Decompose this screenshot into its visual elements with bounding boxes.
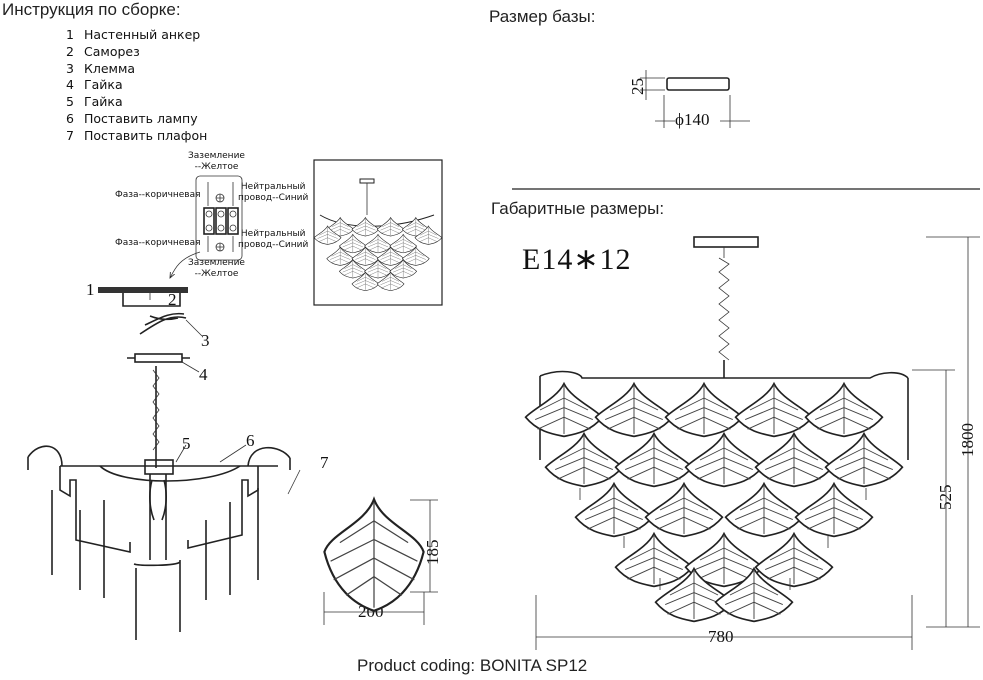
single-shade <box>323 496 425 612</box>
assembly-step: 1 Настенный анкер <box>66 27 207 44</box>
step-number: 2 <box>66 43 74 59</box>
base-size-title: Размер базы: <box>489 7 596 26</box>
callout-7: 7 <box>320 453 329 472</box>
chandelier-front-view <box>524 236 909 623</box>
assembly-step: 6 Поставить лампу <box>66 111 207 128</box>
callout-2: 2 <box>168 290 177 309</box>
callout-5: 5 <box>182 434 191 453</box>
total-height-dim: 1800 <box>958 423 977 457</box>
lamp-spec: E14∗12 <box>522 243 632 276</box>
body-height-dim: 525 <box>936 484 955 511</box>
step-text: Настенный анкер <box>84 27 201 42</box>
chandelier-preview <box>313 159 443 306</box>
wire-label-ground-top: Заземление --Желтое <box>188 151 245 172</box>
wire-label-phase-bottom: Фаза--коричневая <box>115 238 201 248</box>
wire-label-ground-bottom: Заземление --Желтое <box>188 258 245 279</box>
assembly-step: 7 Поставить плафон <box>66 128 207 145</box>
step-text: Саморез <box>84 43 140 59</box>
step-text: Поставить плафон <box>84 127 208 143</box>
base-height-dim: 25 <box>628 78 647 95</box>
assembly-step: 3 Клемма <box>66 61 207 78</box>
callout-1: 1 <box>86 280 95 299</box>
overall-dimension-lines <box>535 236 980 650</box>
assembly-step: 2 Саморез <box>66 44 207 61</box>
step-number: 3 <box>66 60 74 76</box>
step-number: 4 <box>66 77 74 93</box>
step-text: Поставить лампу <box>84 110 198 126</box>
wire-label-neutral-bottom: Нейтральный провод--Синий <box>238 229 309 250</box>
product-coding: Product coding: BONITA SP12 <box>357 656 588 675</box>
callout-4: 4 <box>199 365 208 384</box>
mounting-bracket <box>98 287 203 373</box>
wire-label-neutral-top: Нейтральный провод--Синий <box>238 182 309 203</box>
assembly-step: 5 Гайка <box>66 94 207 111</box>
wire-label-phase-top: Фаза--коричневая <box>115 190 201 200</box>
assembly-step: 4 Гайка <box>66 77 207 94</box>
overall-size-title: Габаритные размеры: <box>491 199 665 218</box>
shade-cluster <box>524 382 904 623</box>
callout-6: 6 <box>246 431 255 450</box>
step-text: Клемма <box>84 60 136 76</box>
step-number: 6 <box>66 110 74 126</box>
chandelier-frame-assembly <box>27 366 301 640</box>
shade-width-dim: 200 <box>358 602 384 621</box>
step-number: 1 <box>66 27 74 42</box>
step-text: Гайка <box>84 77 123 93</box>
overall-width-dim: 780 <box>708 627 734 646</box>
callout-3: 3 <box>201 331 210 350</box>
preview-shade-cluster <box>313 217 443 291</box>
step-number: 5 <box>66 94 74 110</box>
step-number: 7 <box>66 127 74 143</box>
base-diameter-dim: ϕ140 <box>675 110 710 129</box>
assembly-title: Инструкция по сборке: <box>2 0 181 19</box>
step-text: Гайка <box>84 94 123 110</box>
shade-height-dim: 185 <box>423 539 442 566</box>
